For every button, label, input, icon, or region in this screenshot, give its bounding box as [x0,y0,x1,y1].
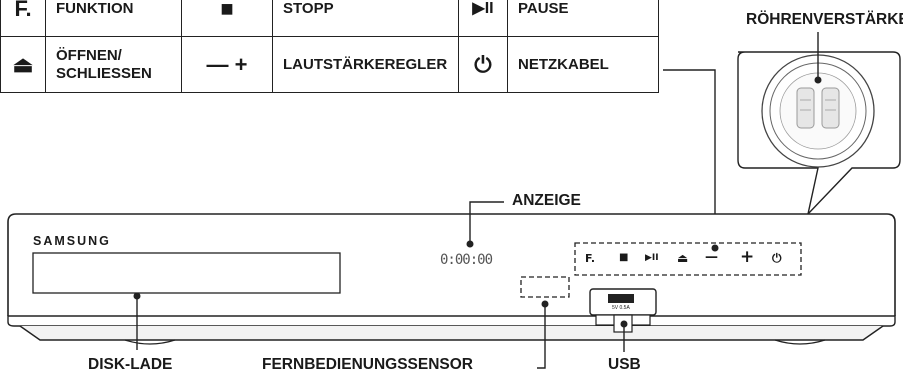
display-label: ANZEIGE [512,192,581,210]
tube-amp-label: RÖHRENVERSTÄRKER [746,11,903,29]
usb-leader-dot [621,321,628,328]
usb-rating: 5V 0.5A [612,305,630,311]
panel-volume-up-button[interactable]: + [740,247,754,267]
panel-play-pause-button[interactable]: ▶II [645,253,659,263]
remote-sensor-label: FERNBEDIENUNGSSENSOR [262,356,473,374]
device-body [8,214,895,344]
panel-stop-button[interactable]: ■ [619,252,628,263]
panel-power-button[interactable]: ⏻ [772,251,782,266]
display-readout: 0:00:00 [440,252,492,268]
panel-volume-down-button[interactable]: — [705,250,718,265]
brand-logo: SAMSUNG [33,234,111,248]
sensor-leader-dot [542,301,549,308]
panel-function-button[interactable]: F. [585,252,595,265]
tube-amp-magnifier [738,32,900,214]
disc-tray-leader-dot [134,293,141,300]
disc-tray [33,253,340,293]
display-leader-dot [467,241,474,248]
disc-tray-label: DISK-LADE [88,356,172,374]
usb-label: USB [608,356,641,374]
panel-eject-button[interactable]: ⏏ [677,251,688,265]
usb-port-slot [608,294,634,303]
